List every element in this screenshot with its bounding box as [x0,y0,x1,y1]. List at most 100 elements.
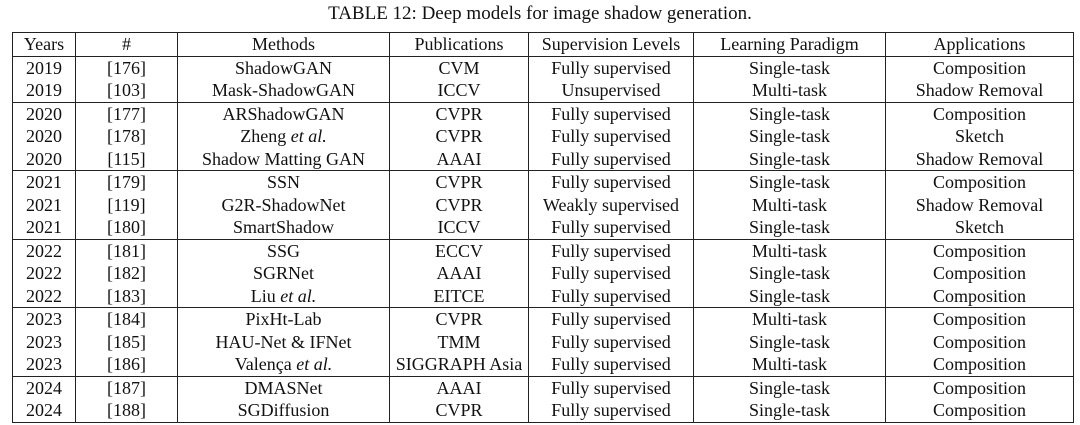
method-et-al: et al. [296,354,333,374]
cell-supervision: Fully supervised [528,284,694,308]
cell-year: 2023 [12,307,76,331]
cell-ref: [183] [75,284,178,308]
cell-supervision: Fully supervised [528,375,694,399]
method-name: Shadow Matting GAN [202,148,365,169]
cell-publication: ECCV [389,238,529,262]
cell-supervision: Fully supervised [528,216,694,239]
cell-publication: TMM [389,330,529,353]
cell-ref: [115] [75,147,178,171]
cell-supervision: Fully supervised [528,262,694,285]
method-name: SSN [266,172,301,192]
cell-supervision: Weakly supervised [528,193,694,216]
cell-ref: [184] [75,307,178,331]
cell-application: Shadow Removal [885,193,1074,216]
cell-year: 2022 [12,238,76,262]
cell-paradigm: Multi-task [693,238,886,262]
cell-supervision: Fully supervised [528,330,694,353]
method-name: ARShadowGAN [222,103,345,124]
cell-publication: AAAI [389,375,529,399]
cell-method: SGRNet [177,262,390,285]
cell-application: Composition [885,330,1074,353]
method-name: SmartShadow [233,217,334,237]
cell-publication: ICCV [389,79,529,102]
cell-paradigm: Single-task [693,56,886,79]
cell-paradigm: Single-task [693,125,886,148]
cell-supervision: Fully supervised [528,307,694,331]
cell-ref: [188] [75,399,178,423]
column-header-ref: # [75,32,178,57]
cell-year: 2020 [12,101,76,125]
cell-method: SGDiffusion [177,399,390,423]
column-header-publications: Publications [389,32,529,57]
cell-method: Mask-ShadowGAN [177,79,390,102]
cell-application: Sketch [885,216,1074,239]
cell-publication: CVM [389,56,529,79]
cell-ref: [176] [75,56,178,79]
cell-ref: [103] [75,79,178,102]
cell-application: Shadow Removal [885,147,1074,171]
cell-paradigm: Multi-task [693,307,886,331]
cell-year: 2024 [12,399,76,423]
cell-method: Liu et al. [177,284,390,308]
cell-ref: [186] [75,353,178,376]
cell-application: Shadow Removal [885,79,1074,102]
column-header-years: Years [12,32,76,57]
cell-supervision: Fully supervised [528,399,694,423]
cell-ref: [179] [75,170,178,194]
method-name: ShadowGAN [235,57,332,78]
cell-paradigm: Single-task [693,330,886,353]
cell-application: Composition [885,375,1074,399]
cell-application: Sketch [885,125,1074,148]
cell-publication: AAAI [389,262,529,285]
cell-supervision: Fully supervised [528,125,694,148]
column-header-applications: Applications [885,32,1074,57]
cell-ref: [181] [75,238,178,262]
cell-method: SmartShadow [177,216,390,239]
cell-year: 2022 [12,284,76,308]
cell-application: Composition [885,284,1074,308]
cell-paradigm: Single-task [693,284,886,308]
cell-method: Zheng et al. [177,125,390,148]
method-name: HAU-Net & IFNet [215,331,352,352]
cell-ref: [177] [75,101,178,125]
method-et-al: et al. [280,285,317,306]
cell-year: 2020 [12,125,76,148]
cell-method: ARShadowGAN [177,101,390,125]
cell-paradigm: Multi-task [693,353,886,376]
cell-publication: CVPR [389,170,529,194]
method-name: Zheng [240,126,291,146]
cell-method: HAU-Net & IFNet [177,330,390,353]
cell-supervision: Unsupervised [528,79,694,102]
cell-method: ShadowGAN [177,56,390,79]
cell-paradigm: Multi-task [693,193,886,216]
cell-publication: SIGGRAPH Asia [389,353,529,376]
cell-method: SSG [177,238,390,262]
cell-year: 2023 [12,330,76,353]
cell-supervision: Fully supervised [528,101,694,125]
method-name: Liu [250,285,281,306]
cell-publication: CVPR [389,193,529,216]
cell-application: Composition [885,56,1074,79]
table-header-row: Years # Methods Publications Supervision… [12,32,1074,57]
cell-publication: CVPR [389,101,529,125]
cell-paradigm: Multi-task [693,79,886,102]
cell-year: 2020 [12,147,76,171]
column-header-methods: Methods [177,32,390,57]
cell-paradigm: Single-task [693,170,886,194]
cell-publication: CVPR [389,399,529,423]
cell-method: DMASNet [177,375,390,399]
cell-supervision: Fully supervised [528,147,694,171]
cell-ref: [180] [75,216,178,239]
cell-method: SSN [177,170,390,194]
cell-paradigm: Single-task [693,216,886,239]
cell-year: 2021 [12,216,76,239]
